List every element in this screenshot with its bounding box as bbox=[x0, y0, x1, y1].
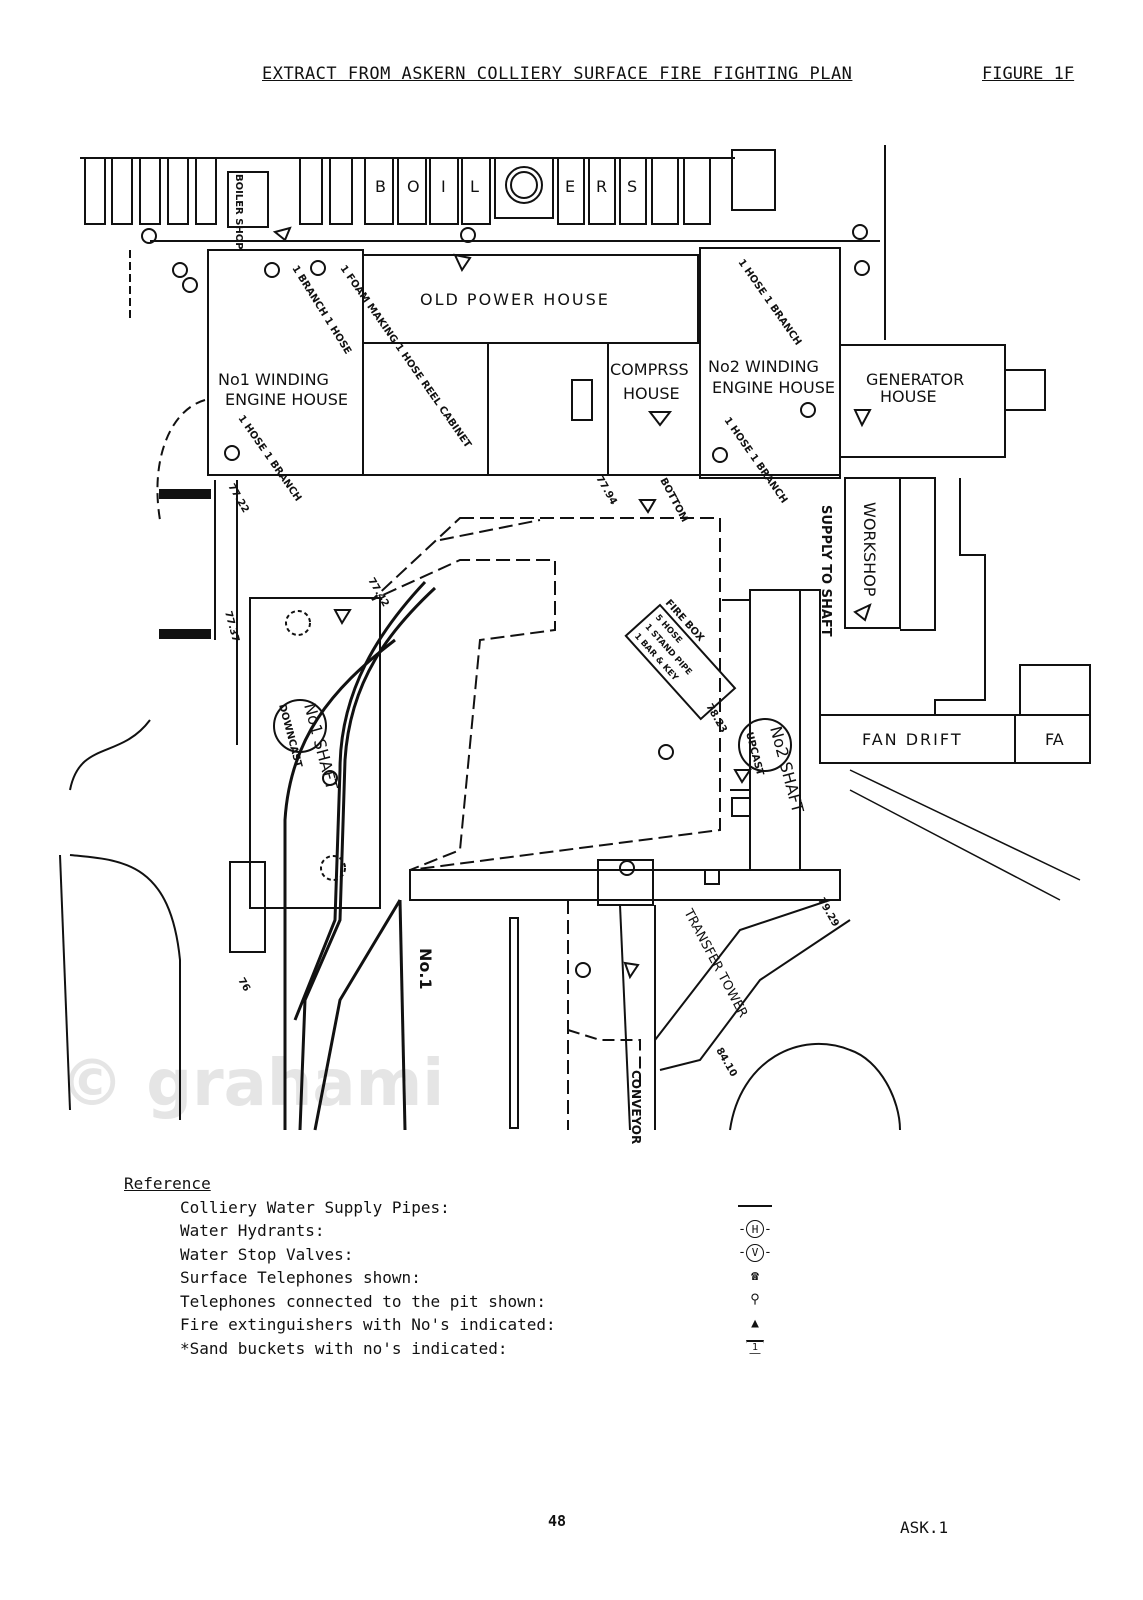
fire-symbols bbox=[141, 224, 872, 980]
pit-telephone-icon: ⚲ bbox=[750, 1292, 760, 1308]
page-number: 48 bbox=[548, 1512, 567, 1530]
pit-telephone-icon bbox=[619, 860, 635, 876]
embankment bbox=[59, 399, 211, 1120]
no1-winding-label: No1 WINDING bbox=[218, 370, 329, 389]
transfer-tower-label: TRANSFER TOWER bbox=[680, 906, 750, 1020]
compressor-house-label-2: HOUSE bbox=[623, 384, 680, 403]
extinguisher-icon bbox=[453, 253, 472, 273]
valve-icon bbox=[182, 277, 198, 293]
valve-icon bbox=[854, 260, 870, 276]
watermark: © grahami bbox=[60, 1047, 444, 1121]
level-label: 78.23 bbox=[703, 702, 728, 735]
extinguisher-icon bbox=[333, 609, 352, 626]
hose-branch-label-2: 1 HOSE 1 BRANCH bbox=[722, 415, 790, 505]
pipe-line-icon bbox=[735, 1194, 775, 1218]
valve-icon bbox=[172, 262, 188, 278]
hydrant-icon bbox=[658, 744, 674, 760]
hydrant-icon bbox=[224, 445, 240, 461]
legend-item: Telephones connected to the pit shown: bbox=[180, 1291, 547, 1311]
fan-drift-2-label: FA bbox=[1045, 730, 1064, 749]
conveyor-label: CONVEYOR bbox=[629, 1070, 643, 1144]
workshop bbox=[844, 477, 901, 629]
boiler-row bbox=[80, 145, 886, 340]
extinguisher-icon bbox=[272, 226, 292, 242]
compressor-house-label: COMPRSS bbox=[610, 360, 689, 379]
boilers-letter: L bbox=[470, 177, 479, 196]
valve-icon bbox=[141, 228, 157, 244]
legend-item: Water Hydrants: bbox=[180, 1221, 325, 1240]
fire-box: FIRE BOX 5 HOSE 1 STAND PIPE 1 BAR & KEY bbox=[624, 598, 737, 721]
legend-item: Surface Telephones shown: bbox=[180, 1268, 421, 1287]
boiler-shop bbox=[227, 171, 269, 228]
no1-shaft-label: No1 SHAFT bbox=[300, 701, 341, 792]
rail-siding bbox=[509, 917, 519, 1129]
level-label: 77.94 bbox=[593, 474, 618, 507]
no2-winding-label-2: ENGINE HOUSE bbox=[712, 378, 835, 397]
workshop-label: WORKSHOP bbox=[860, 502, 879, 597]
level-label: 84.10 bbox=[713, 1046, 738, 1079]
extinguisher-icon bbox=[623, 961, 640, 980]
document-reference: ASK.1 bbox=[900, 1518, 949, 1537]
spoil-heap-edge bbox=[729, 1042, 901, 1131]
hydrant-icon bbox=[852, 224, 868, 240]
generator-house-label: GENERATOR bbox=[866, 370, 964, 389]
extinguisher-icon: ▲ bbox=[751, 1315, 759, 1331]
bath-house bbox=[731, 149, 776, 211]
no2-winding-label: No2 WINDING bbox=[708, 357, 819, 376]
figure-number: FIGURE 1F bbox=[982, 64, 1075, 84]
boilers-letter: O bbox=[407, 177, 420, 196]
boilers-letter: R bbox=[596, 177, 607, 196]
hydrant-icon bbox=[712, 447, 728, 463]
legend-item: Water Stop Valves: bbox=[180, 1244, 354, 1264]
valve-icon bbox=[800, 402, 816, 418]
extinguisher-icon bbox=[733, 769, 752, 784]
no2-shaft bbox=[738, 718, 792, 772]
telephone-icon: ☎ bbox=[751, 1268, 759, 1284]
no1-shaft-sub: DOWNCAST bbox=[276, 703, 304, 769]
road-bridge bbox=[409, 869, 841, 901]
level-label: 77.37 bbox=[222, 610, 241, 643]
document-title: EXTRACT FROM ASKERN COLLIERY SURFACE FIR… bbox=[262, 64, 853, 84]
buildings bbox=[207, 247, 1091, 953]
boilers-letter: S bbox=[627, 177, 637, 196]
extinguisher-icon bbox=[853, 409, 872, 428]
hydrant-icon bbox=[575, 962, 591, 978]
boilers-letter: I bbox=[441, 177, 446, 196]
hydrant-icon bbox=[310, 260, 326, 276]
telephone-icon bbox=[322, 770, 338, 786]
hydrant-icon bbox=[460, 227, 476, 243]
railway-tracks bbox=[283, 580, 437, 1131]
no1-track-label: No.1 bbox=[416, 948, 435, 990]
legend-symbols: -H- -V- ☎ ⚲ ▲ 1 bbox=[735, 1194, 775, 1359]
hydrant-icon: -H- bbox=[738, 1220, 772, 1239]
hydrant-icon bbox=[264, 262, 280, 278]
stockyard-boundary bbox=[371, 517, 721, 871]
generator-house-label-2: HOUSE bbox=[880, 387, 937, 406]
boilers-letter: B bbox=[375, 177, 386, 196]
old-power-house-label: OLD POWER HOUSE bbox=[420, 290, 610, 309]
valve-icon: -V- bbox=[738, 1243, 772, 1262]
legend-heading: Reference bbox=[124, 1174, 211, 1193]
hose-branch-label-3: 1 HOSE 1 BRANCH bbox=[736, 257, 804, 347]
boilers-letter: E bbox=[565, 177, 575, 196]
extinguisher-icon bbox=[853, 603, 872, 622]
extinguisher-icon bbox=[647, 411, 673, 427]
sand-bucket-icon: 1 bbox=[735, 1335, 775, 1359]
legend-item: Fire extinguishers with No's indicated: bbox=[180, 1315, 556, 1334]
legend: Reference Colliery Water Supply Pipes: W… bbox=[124, 1172, 556, 1360]
level-label: 77.22 bbox=[225, 482, 250, 515]
legend-item: *Sand buckets with no's indicated: bbox=[180, 1338, 508, 1358]
legend-item: Colliery Water Supply Pipes: bbox=[180, 1197, 450, 1217]
level-label: 76 bbox=[235, 976, 252, 994]
extinguisher-icon bbox=[638, 499, 657, 514]
boiler-shop-label: BOILER SHOP bbox=[233, 174, 244, 250]
fan-drift-label: FAN DRIFT bbox=[862, 730, 963, 749]
supply-to-shaft-label: SUPPLY TO SHAFT bbox=[818, 505, 833, 637]
conveyor bbox=[567, 899, 851, 1131]
no1-winding-engine-house bbox=[207, 249, 364, 476]
hose-branch-label: 1 HOSE 1 BRANCH bbox=[236, 413, 304, 503]
no1-shaft-building bbox=[249, 597, 381, 909]
no1-winding-label-2: ENGINE HOUSE bbox=[225, 390, 348, 409]
